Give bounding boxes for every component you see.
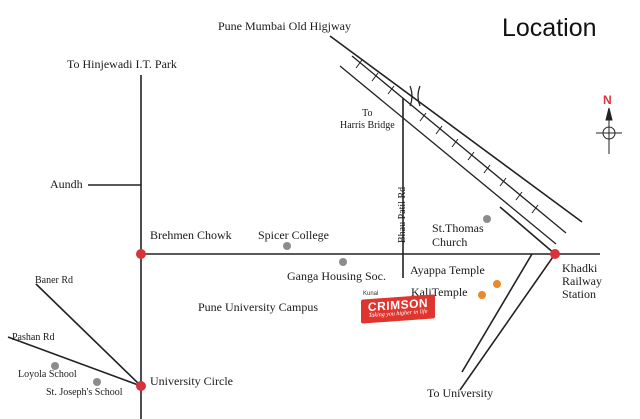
junction-university-circle — [136, 381, 146, 391]
label-st-thomas-church: St.Thomas Church — [432, 221, 484, 249]
landmark-spicer-college — [283, 242, 291, 250]
label-bhau-patil-rd: Bhau Patil Rd — [397, 186, 408, 243]
map-title: Location — [502, 14, 597, 42]
label-ganga-housing: Ganga Housing Soc. — [287, 269, 386, 283]
label-khadki-railway-station: Khadki Railway Station — [562, 261, 602, 301]
logo-prefix: Kunal — [363, 291, 379, 297]
landmark-loyola-school — [51, 362, 59, 370]
label-ayappa-temple: Ayappa Temple — [410, 263, 485, 277]
compass-north-label: N — [603, 93, 612, 107]
label-loyola-school: Loyola School — [18, 369, 77, 380]
landmark-st-josephs — [93, 378, 101, 386]
junction-khadki-station — [550, 249, 560, 259]
railway-track — [339, 55, 567, 245]
label-st-josephs-school: St. Joseph's School — [46, 387, 123, 398]
logo-box: CRIMSON Taking you higher in life — [361, 294, 435, 324]
label-pashan-rd: Pashan Rd — [12, 332, 55, 343]
road-pune-mumbai-highway — [329, 35, 583, 223]
label-pune-university-campus: Pune University Campus — [198, 300, 318, 314]
label-university-circle: University Circle — [150, 374, 233, 388]
label-spicer-college: Spicer College — [258, 228, 329, 242]
label-to-university: To University — [427, 386, 494, 400]
label-brehmen-chowk: Brehmen Chowk — [150, 228, 232, 242]
landmark-ganga-housing — [339, 258, 347, 266]
label-baner-rd: Baner Rd — [35, 275, 74, 286]
label-hinjewadi: To Hinjewadi I.T. Park — [67, 57, 177, 71]
landmark-ayappa-temple — [493, 280, 501, 288]
junction-brehmen-chowk — [136, 249, 146, 259]
label-aundh: Aundh — [50, 177, 83, 191]
road-khadki-connector — [499, 206, 556, 255]
label-harris-bridge: To Harris Bridge — [340, 108, 395, 131]
landmark-kali-temple — [478, 291, 486, 299]
road-to-university — [459, 253, 556, 391]
road-baner — [35, 283, 142, 387]
road-pashan — [7, 336, 142, 387]
label-pune-mumbai-highway: Pune Mumbai Old Higjway — [218, 19, 351, 33]
harris-bridge-mark — [409, 85, 421, 107]
road-khadki-diagonal — [461, 253, 533, 373]
crimson-logo: Kunal CRIMSON Taking you higher in life — [361, 291, 435, 324]
landmark-st-thomas — [483, 215, 491, 223]
compass-icon — [596, 107, 622, 154]
